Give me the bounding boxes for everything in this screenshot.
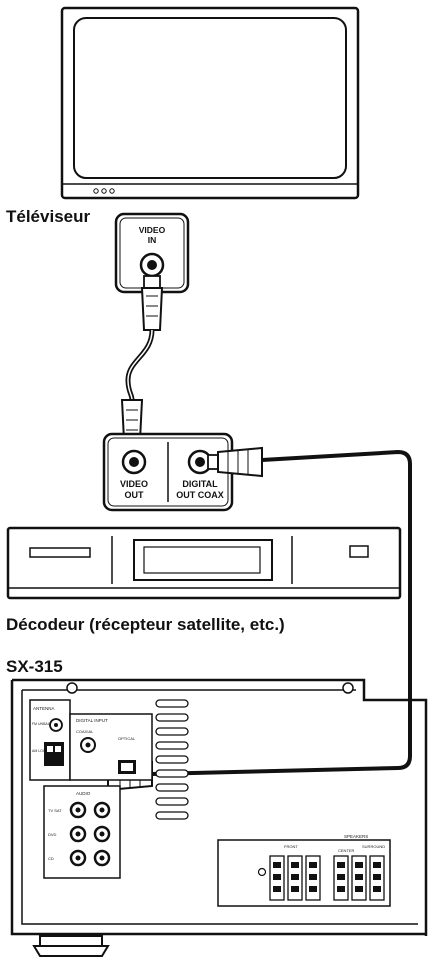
antenna-block: ANTENNA FM UNBAL 75Ω AM LOOP — [29, 699, 71, 781]
front-label: FRONT — [284, 844, 298, 849]
digital-input-label: DIGITAL INPUT — [76, 718, 108, 723]
dvd-label: DVD — [48, 832, 57, 837]
antenna-label: ANTENNA — [33, 706, 55, 711]
am-loop-terminal — [44, 742, 64, 766]
receiver-vents — [155, 699, 189, 820]
television — [60, 6, 360, 200]
fm-unbal-label: FM UNBAL 75Ω — [32, 722, 57, 726]
coaxial-label: COAXIAL — [76, 729, 94, 734]
speaker-terminals: SPEAKERS FRONT CENTER SURROUND — [217, 834, 391, 907]
receiver-rear-panel: ANTENNA FM UNBAL 75Ω AM LOOP DIGITAL INP… — [10, 678, 428, 957]
decoder-box — [6, 526, 402, 600]
decoder-jack-panel: VIDEO OUT DIGITAL OUT COAX — [102, 432, 234, 512]
decoder-video-out-label-2: OUT — [125, 490, 145, 500]
tv-jack-label-1: VIDEO — [139, 225, 166, 235]
digital-input-block: DIGITAL INPUT COAXIAL OPTICAL — [69, 713, 153, 781]
decoder-button — [349, 545, 369, 558]
decoder-digital-out-label-2: OUT COAX — [176, 490, 224, 500]
am-loop-label: AM LOOP — [32, 749, 49, 753]
decoder-disc-slot — [29, 547, 91, 558]
audio-label: AUDIO — [76, 791, 91, 796]
tv-video-in-panel: VIDEO IN — [114, 212, 190, 294]
receiver-model-label: SX-315 — [6, 657, 63, 676]
center-label: CENTER — [338, 848, 355, 853]
video-cable — [120, 275, 164, 453]
decoder-digital-out-label-1: DIGITAL — [182, 479, 218, 489]
audio-input-block: AUDIO TV SAT DVD CD — [43, 785, 121, 879]
receiver-foot — [32, 935, 110, 957]
speakers-label: SPEAKERS — [344, 834, 368, 839]
tv-label: Téléviseur — [6, 207, 90, 226]
optical-label: OPTICAL — [118, 736, 136, 741]
surround-label: SURROUND — [362, 844, 385, 849]
decoder-label: Décodeur (récepteur satellite, etc.) — [6, 615, 285, 634]
tv-jack-label-2: IN — [148, 235, 157, 245]
tv-power-indicator — [93, 188, 99, 194]
decoder-video-out-label-1: VIDEO — [120, 479, 148, 489]
tv-sat-label: TV SAT — [48, 808, 62, 813]
cd-label: CD — [48, 856, 54, 861]
